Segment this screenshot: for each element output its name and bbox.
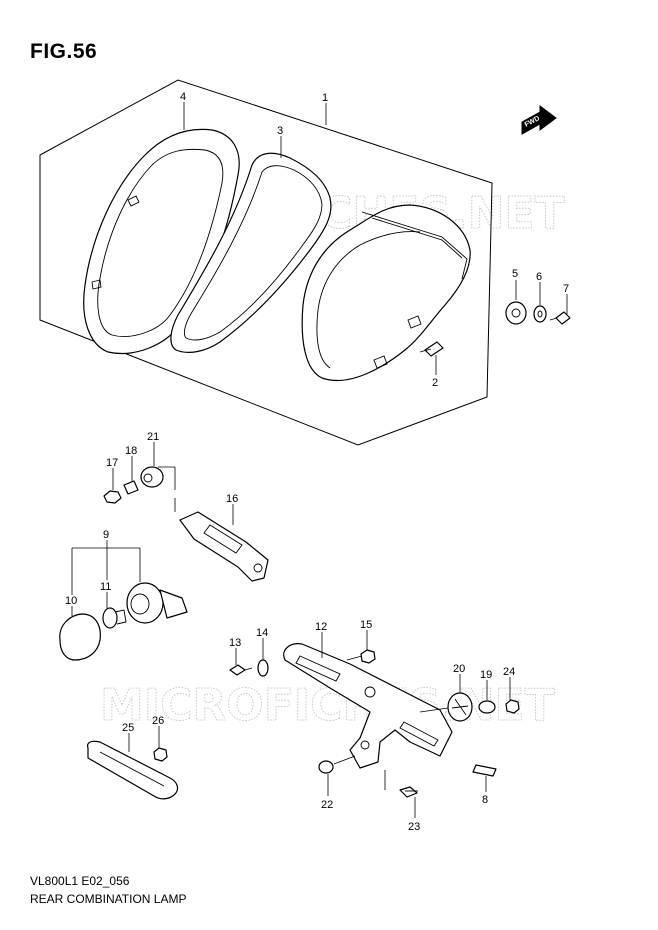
callout-3: 3 — [277, 125, 283, 137]
label-part-8[interactable] — [472, 764, 497, 777]
callout-17: 17 — [106, 457, 118, 469]
lamp-housing-part-1[interactable] — [301, 204, 471, 382]
diagram-description: REAR COMBINATION LAMP — [30, 892, 187, 906]
callout-6: 6 — [536, 271, 542, 283]
nut-part-17[interactable] — [103, 490, 122, 504]
cushion-part-22[interactable] — [318, 760, 334, 774]
nut-part-24[interactable] — [505, 699, 520, 714]
lamp-part-20[interactable] — [447, 692, 473, 722]
callout-18: 18 — [125, 445, 137, 457]
model-code: VL800L1 E02_056 — [30, 874, 130, 888]
callout-8: 8 — [482, 794, 488, 806]
callout-25: 25 — [122, 722, 134, 734]
callout-12: 12 — [315, 621, 327, 633]
screw-part-7[interactable] — [549, 311, 571, 325]
socket-part-9[interactable] — [126, 582, 188, 624]
callout-13: 13 — [229, 637, 241, 649]
washer-part-14[interactable] — [257, 659, 269, 677]
nut-part-26[interactable] — [153, 747, 168, 762]
bulb-part-11[interactable] — [102, 607, 127, 629]
screw-part-2[interactable] — [419, 341, 444, 357]
callout-7: 7 — [563, 283, 569, 295]
grommet-part-21[interactable] — [140, 466, 164, 488]
callout-20: 20 — [453, 663, 465, 675]
callout-2: 2 — [432, 377, 438, 389]
callout-21: 21 — [147, 431, 159, 443]
forward-arrow-icon: FWD — [521, 105, 557, 135]
washer-part-6[interactable] — [533, 305, 547, 323]
callout-4: 4 — [180, 91, 186, 103]
reflector-part-25[interactable] — [87, 740, 179, 800]
callout-26: 26 — [152, 715, 164, 727]
callout-23: 23 — [408, 821, 420, 833]
grommet-part-5[interactable] — [505, 301, 527, 325]
bracket-part-16[interactable] — [179, 511, 269, 582]
callout-1: 1 — [322, 92, 328, 104]
lens-part-10[interactable] — [59, 613, 101, 661]
screw-part-13[interactable] — [229, 664, 253, 676]
callout-19: 19 — [480, 669, 492, 681]
callout-10: 10 — [65, 595, 77, 607]
gasket-part-3[interactable] — [170, 152, 332, 353]
bolt-part-23[interactable] — [399, 786, 418, 798]
leader-lines — [71, 102, 568, 818]
callout-9: 9 — [103, 529, 109, 541]
collar-part-18[interactable] — [123, 480, 139, 495]
callout-14: 14 — [256, 627, 268, 639]
bracket-part-12[interactable] — [283, 643, 453, 769]
figure-title: FIG.56 — [30, 40, 98, 63]
callout-15: 15 — [360, 619, 372, 631]
callout-16: 16 — [226, 493, 238, 505]
assembly-frame — [39, 79, 493, 446]
collar-part-19[interactable] — [478, 700, 496, 714]
callout-24: 24 — [503, 666, 515, 678]
callout-22: 22 — [321, 799, 333, 811]
callout-5: 5 — [512, 268, 518, 280]
nut-part-15[interactable] — [360, 649, 376, 664]
callout-11: 11 — [100, 581, 111, 593]
lens-ring-part-4[interactable] — [83, 128, 240, 355]
